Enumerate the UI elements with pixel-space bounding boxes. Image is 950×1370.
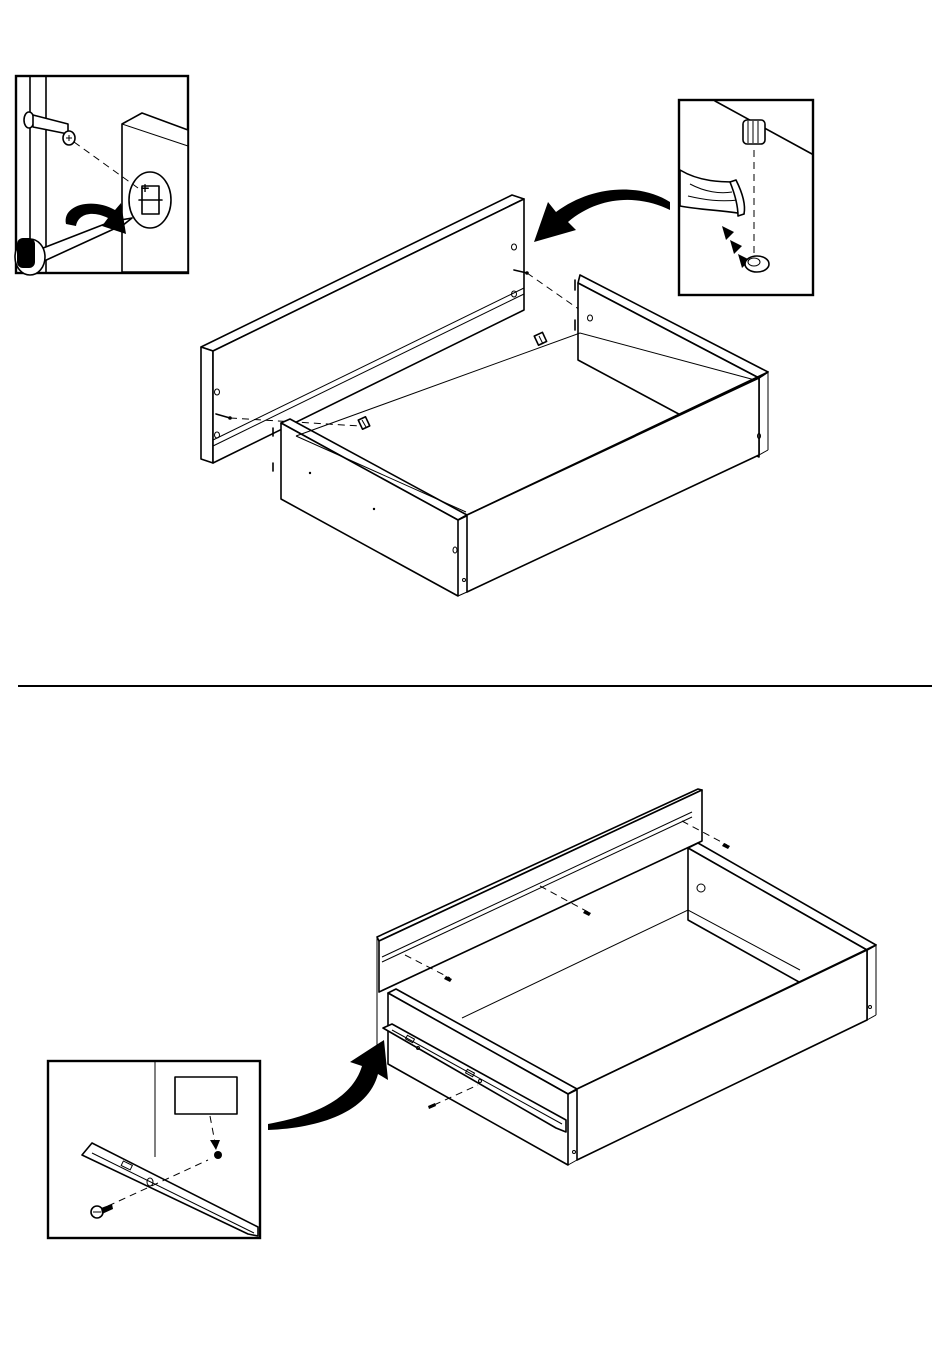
dowel-detail-box	[679, 100, 813, 295]
drawer-box-open	[388, 843, 876, 1165]
step-2-slide-rail-assembly	[268, 789, 876, 1165]
curved-arrow-icon	[268, 1040, 388, 1130]
dowel-icon	[743, 120, 765, 144]
cam-lock-icon: +	[129, 172, 171, 228]
svg-text:+: +	[140, 181, 150, 195]
screwdriver-detail-box: +	[15, 76, 188, 275]
slide-rail-detail-box	[48, 1061, 260, 1238]
curved-arrow-icon	[534, 189, 670, 242]
